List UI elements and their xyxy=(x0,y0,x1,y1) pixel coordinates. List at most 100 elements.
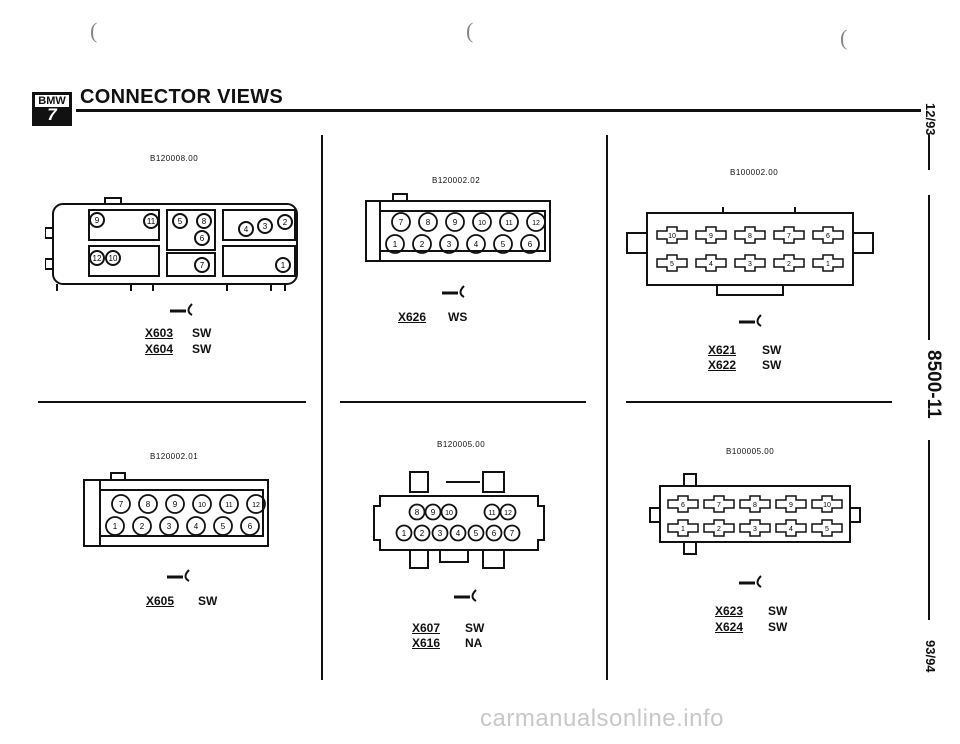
pin-label: 4 xyxy=(709,261,713,268)
connector-color: SW xyxy=(762,343,782,357)
side-date: 12/93 xyxy=(923,103,938,136)
pin-circle xyxy=(499,503,517,521)
pin-label: 4 xyxy=(244,225,249,234)
pin-label: 4 xyxy=(456,529,461,538)
pin-label: 10 xyxy=(445,510,453,517)
pin-label: 5 xyxy=(474,529,479,538)
diagram-code: B120002.02 xyxy=(432,176,481,185)
viewing-direction-icon xyxy=(739,314,762,327)
pin-label: 3 xyxy=(263,222,268,231)
viewing-direction-icon xyxy=(739,575,762,588)
blade-terminal xyxy=(656,254,688,272)
paren-mark: ( xyxy=(840,25,848,50)
connector-id: X621 xyxy=(708,343,737,357)
pin-label: 9 xyxy=(431,508,436,517)
blade-terminal xyxy=(703,519,735,537)
pin-circle xyxy=(186,516,206,536)
pin-label: 7 xyxy=(717,502,721,509)
blade-terminal xyxy=(656,226,688,244)
row-divider xyxy=(626,401,892,403)
pin-circle xyxy=(466,234,486,254)
pin-circle xyxy=(526,212,546,232)
pin-label: 11 xyxy=(505,220,512,227)
diagram-code: B100002.00 xyxy=(730,168,779,177)
pin-label: 11 xyxy=(225,502,232,509)
pin-label: 6 xyxy=(200,234,205,243)
blade-terminal xyxy=(775,519,807,537)
pin-label: 7 xyxy=(200,261,205,270)
connector-id: X624 xyxy=(715,620,744,634)
connector-id: X626 xyxy=(398,310,427,324)
column-divider xyxy=(606,135,608,680)
pin-circle xyxy=(138,494,158,514)
pin-label: 10 xyxy=(198,502,206,509)
pin-label: 9 xyxy=(453,218,458,227)
pin-label: 2 xyxy=(420,529,425,538)
page-title: CONNECTOR VIEWS xyxy=(80,86,284,108)
pin-label: 3 xyxy=(748,261,752,268)
pin-circle xyxy=(431,524,449,542)
pin-circle xyxy=(385,234,405,254)
blade-terminal xyxy=(812,254,844,272)
pin-label: 8 xyxy=(753,502,757,509)
watermark-text: carmanualsonline.info xyxy=(480,705,724,732)
connector-color: SW xyxy=(198,594,218,608)
pin-label: 12 xyxy=(93,254,102,263)
pin-circle xyxy=(493,234,513,254)
column-divider xyxy=(321,135,323,680)
connector-color: SW xyxy=(768,620,788,634)
pin-label: 2 xyxy=(420,240,425,249)
pin-circle xyxy=(111,494,131,514)
row-divider xyxy=(38,401,306,403)
pin-label: 3 xyxy=(438,529,443,538)
connector-color: SW xyxy=(192,342,212,356)
connector-color: SW xyxy=(768,604,788,618)
bmw-logo: BMW 7 xyxy=(32,92,72,126)
pin-label: 6 xyxy=(528,240,533,249)
diagram-code: B120002.01 xyxy=(150,452,199,461)
viewing-direction-icon xyxy=(167,569,190,582)
viewing-direction-icon xyxy=(170,303,193,316)
diagram-code: B100005.00 xyxy=(726,447,775,456)
blade-terminal xyxy=(667,495,699,513)
pin-label: 5 xyxy=(221,522,226,531)
logo-brand: BMW xyxy=(38,95,66,107)
pin-label: 5 xyxy=(501,240,506,249)
pin-circle xyxy=(418,212,438,232)
connector-color: WS xyxy=(448,310,468,324)
pin-circle xyxy=(413,524,431,542)
diagram-code: B120008.00 xyxy=(150,154,199,163)
pin-label: 1 xyxy=(113,522,118,531)
pin-circle xyxy=(213,516,233,536)
pin-label: 1 xyxy=(681,526,685,533)
edge-rule xyxy=(928,440,930,620)
pin-circle xyxy=(219,494,239,514)
blade-terminal xyxy=(734,254,766,272)
pin-label: 10 xyxy=(109,254,118,263)
edge-rule xyxy=(928,195,930,340)
connector-id: X603 xyxy=(145,326,174,340)
pin-circle xyxy=(445,212,465,232)
blade-terminal xyxy=(703,495,735,513)
pin-label: 4 xyxy=(474,240,479,249)
pin-circle xyxy=(439,234,459,254)
pin-label: 7 xyxy=(510,529,515,538)
connector-color: SW xyxy=(465,621,485,635)
pin-label: 8 xyxy=(426,218,431,227)
viewing-direction-icon xyxy=(442,285,465,298)
pin-label: 7 xyxy=(399,218,404,227)
pin-circle xyxy=(165,494,185,514)
pin-label: 8 xyxy=(748,233,752,240)
blade-terminal xyxy=(773,254,805,272)
pin-label: 1 xyxy=(826,261,830,268)
pin-label: 5 xyxy=(825,526,829,533)
pin-circle xyxy=(105,516,125,536)
pin-label: 12 xyxy=(252,502,260,509)
pin-label: 3 xyxy=(167,522,172,531)
pin-circle xyxy=(132,516,152,536)
pin-circle xyxy=(467,524,485,542)
